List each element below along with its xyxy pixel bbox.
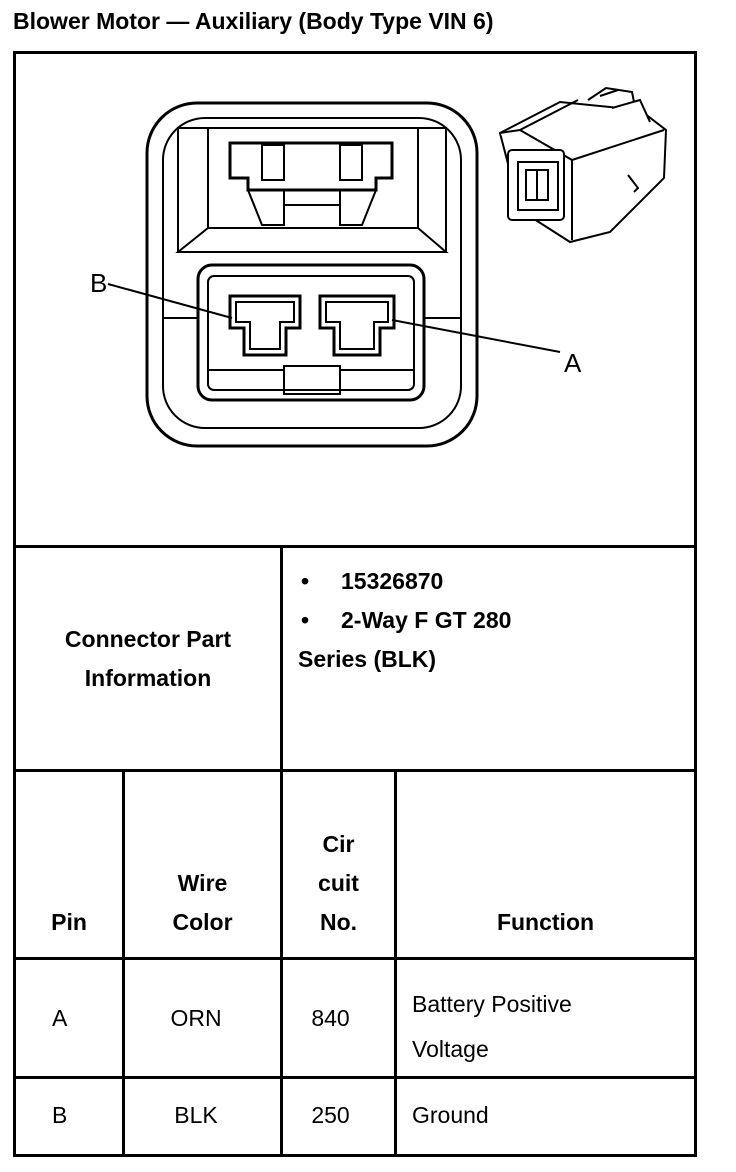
col-divider-info — [280, 545, 283, 772]
divider-header — [13, 957, 697, 960]
divider-info — [13, 769, 697, 772]
connector-description-line1: 2-Way F GT 280 — [341, 607, 512, 633]
connector-description-item-cont: Series (BLK) — [298, 640, 688, 679]
divider-row — [13, 1076, 697, 1079]
pin-b-label: B — [90, 268, 107, 298]
part-number-item: • 15326870 — [298, 562, 688, 601]
row-b-function: Ground — [412, 1102, 489, 1128]
row-a-wire-color: ORN — [170, 1005, 222, 1031]
table-row: B BLK 250 Ground — [0, 1079, 736, 1154]
bullet-icon: • — [301, 568, 310, 594]
col-divider-1 — [122, 769, 125, 1157]
header-pin: Pin — [51, 909, 87, 935]
connector-description-item: • 2-Way F GT 280 — [298, 601, 688, 640]
row-a-pin: A — [52, 1005, 68, 1031]
connector-info-label-line1: Connector Part — [64, 626, 232, 652]
row-b-circuit: 250 — [311, 1102, 350, 1128]
header-circuit-no: Cir cuit No. — [318, 831, 359, 935]
divider-diagram — [13, 545, 697, 548]
bullet-icon: • — [301, 607, 310, 633]
row-b-pin: B — [52, 1102, 68, 1128]
connector-3d-view-icon — [498, 86, 668, 244]
table-row: A ORN 840 Battery Positive Voltage — [0, 960, 736, 1076]
header-wire-color: Wire Color — [172, 870, 233, 935]
pin-a-leader — [391, 319, 561, 353]
table-border-left — [13, 51, 16, 1157]
table-border-right — [694, 51, 697, 1157]
table-border-top — [13, 51, 697, 54]
part-number: 15326870 — [341, 568, 444, 594]
pin-a-label: A — [564, 348, 582, 378]
row-a-circuit: 840 — [311, 1005, 350, 1031]
connector-info-label: Connector Part Information — [16, 620, 280, 698]
row-b-wire-color: BLK — [174, 1102, 218, 1128]
page-title: Blower Motor — Auxiliary (Body Type VIN … — [13, 8, 494, 34]
col-divider-3 — [394, 769, 397, 1157]
connector-description-line2: Series (BLK) — [298, 646, 437, 672]
header-function: Function — [496, 909, 595, 935]
connector-diagram: B A — [90, 86, 668, 448]
table-border-bottom — [13, 1154, 697, 1157]
connector-info-label-line2: Information — [84, 665, 212, 691]
row-a-function: Battery Positive Voltage — [412, 991, 572, 1062]
pin-b-leader — [107, 283, 233, 319]
connector-face-view-icon — [145, 101, 479, 448]
col-divider-2 — [280, 769, 283, 1157]
connector-info-list: • 15326870 • 2-Way F GT 280 Series (BLK) — [298, 562, 688, 679]
